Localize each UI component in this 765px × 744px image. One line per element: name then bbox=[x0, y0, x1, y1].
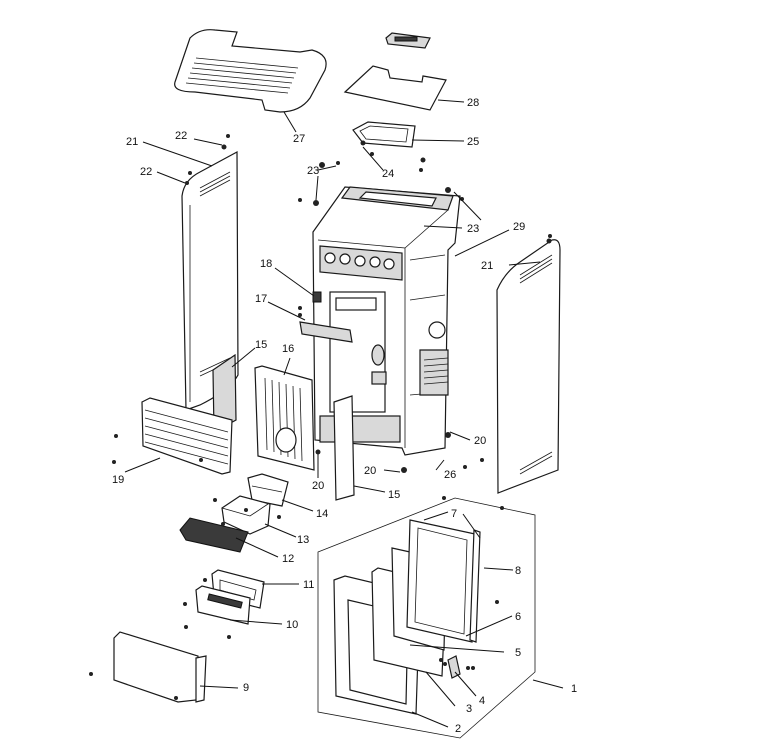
callout-20-left: 20 bbox=[312, 480, 324, 492]
callout-26: 26 bbox=[444, 469, 456, 481]
callout-10: 10 bbox=[286, 619, 298, 631]
right-side-panel-part bbox=[496, 239, 561, 494]
callout-25: 25 bbox=[467, 136, 479, 148]
callout-18: 18 bbox=[260, 258, 272, 270]
door-assembly-boundary bbox=[317, 497, 536, 739]
callout-24: 24 bbox=[382, 168, 394, 180]
leader-lines bbox=[124, 99, 564, 728]
callout-29: 29 bbox=[513, 221, 525, 233]
callout-20-right: 20 bbox=[474, 435, 486, 447]
top-plate-part bbox=[343, 65, 447, 111]
callout-3: 3 bbox=[466, 703, 472, 715]
rear-pipe-part bbox=[299, 321, 353, 343]
callout-21-right: 21 bbox=[481, 260, 493, 272]
pellet-basket-part bbox=[247, 473, 289, 507]
callout-19: 19 bbox=[112, 474, 124, 486]
callout-11: 11 bbox=[303, 579, 314, 591]
callout-23-right: 23 bbox=[467, 223, 479, 235]
callout-6: 6 bbox=[515, 611, 521, 623]
stove-body-part bbox=[312, 186, 461, 456]
callout-1: 1 bbox=[571, 683, 577, 695]
front-grille-part bbox=[141, 397, 233, 475]
callout-22-top: 22 bbox=[175, 130, 187, 142]
front-small-panel-part bbox=[333, 395, 355, 501]
control-panel-part bbox=[385, 32, 431, 49]
callout-13: 13 bbox=[297, 534, 309, 546]
callout-14: 14 bbox=[316, 508, 328, 520]
callout-22-side: 22 bbox=[140, 166, 152, 178]
plate-part bbox=[195, 585, 251, 625]
bracket-part bbox=[312, 291, 322, 303]
callout-12: 12 bbox=[282, 553, 294, 565]
back-plate-part bbox=[254, 365, 315, 471]
burner-pot-part bbox=[221, 495, 271, 535]
callout-20-mid: 20 bbox=[364, 465, 376, 477]
callout-15-rear: 15 bbox=[255, 339, 267, 351]
callout-28: 28 bbox=[467, 97, 479, 109]
ash-drawer-part bbox=[113, 631, 207, 703]
callout-5: 5 bbox=[515, 647, 521, 659]
callout-7: 7 bbox=[451, 508, 457, 520]
door-gasket-part bbox=[469, 529, 481, 643]
top-cover-part bbox=[174, 29, 327, 113]
callout-15-front: 15 bbox=[388, 489, 400, 501]
callout-17: 17 bbox=[255, 293, 267, 305]
screws bbox=[89, 134, 552, 700]
rear-grille-part bbox=[212, 353, 237, 434]
callout-21-left: 21 bbox=[126, 136, 138, 148]
callout-23-left: 23 bbox=[307, 165, 319, 177]
callout-9: 9 bbox=[243, 682, 249, 694]
gasket-frame-part bbox=[352, 121, 416, 148]
callout-numbers: 1 2 3 4 5 6 7 8 9 10 11 12 13 14 15 15 1… bbox=[112, 97, 577, 735]
callout-2: 2 bbox=[455, 723, 461, 735]
door-inner-frame-part bbox=[406, 519, 476, 643]
callout-27: 27 bbox=[293, 133, 305, 145]
callout-4: 4 bbox=[479, 695, 485, 707]
callout-8: 8 bbox=[515, 565, 521, 577]
callout-16: 16 bbox=[282, 343, 294, 355]
left-side-panel-part bbox=[181, 150, 239, 411]
door-hinge-part bbox=[447, 655, 461, 679]
